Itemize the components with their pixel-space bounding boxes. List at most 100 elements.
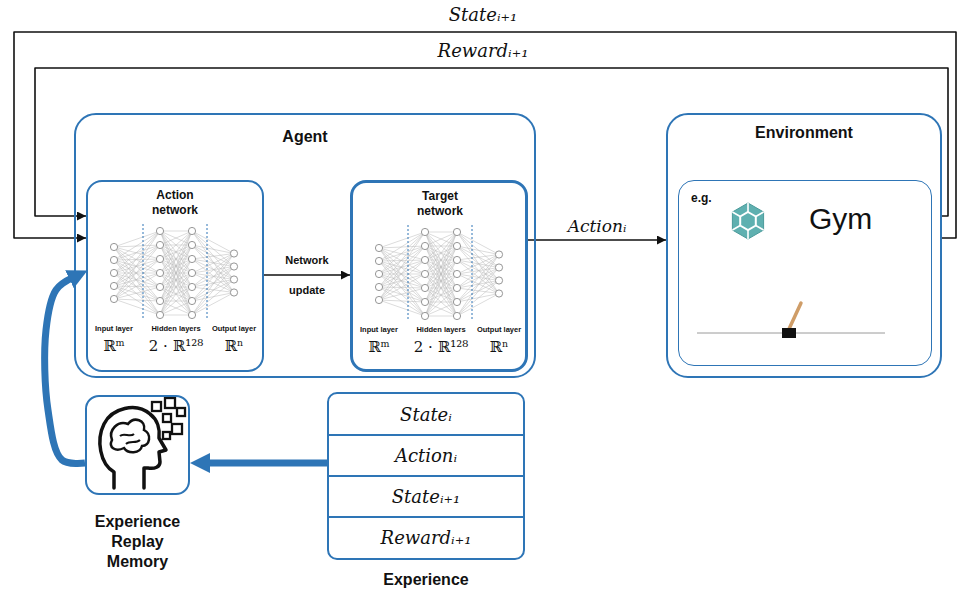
net-neuron <box>453 284 460 291</box>
net-link <box>160 231 192 301</box>
brain-head-icon <box>100 398 185 488</box>
net-link <box>457 232 499 268</box>
net-neuron <box>495 251 502 258</box>
net-link <box>114 260 160 301</box>
net-link <box>192 267 234 316</box>
net-neuron <box>375 283 382 290</box>
net-link <box>425 260 457 316</box>
net-link <box>425 260 457 316</box>
net-neuron <box>495 290 502 297</box>
net-link <box>114 231 160 286</box>
net-link <box>160 245 192 315</box>
net-neuron <box>453 256 460 263</box>
net-link <box>457 281 499 289</box>
net-link <box>192 245 234 293</box>
neural-net <box>375 225 502 321</box>
net-link <box>379 300 425 316</box>
layer-separator <box>472 225 473 321</box>
memory-box: Experience Replay Memory <box>85 395 190 495</box>
edge-label: Actionᵢ <box>565 216 630 237</box>
net-link <box>192 231 234 280</box>
edge-label: Rewardᵢ₊₁ <box>435 39 532 62</box>
net-link <box>192 231 234 293</box>
net-neuron <box>421 312 428 319</box>
memory-square <box>163 414 171 422</box>
net-link <box>425 232 457 302</box>
logo-spokes <box>732 203 763 239</box>
edge-label: Network update <box>272 245 342 305</box>
net-neuron <box>156 297 163 304</box>
gym-logo <box>732 203 763 239</box>
net-link <box>379 248 425 302</box>
net-neuron <box>156 311 163 318</box>
net-link <box>114 231 160 273</box>
box-caption: Experience <box>327 570 525 590</box>
net-link <box>114 286 160 315</box>
table-cell: Rewardᵢ₊₁ <box>329 517 523 558</box>
net-link <box>457 260 499 281</box>
net-link <box>379 274 425 300</box>
memory-square <box>163 432 170 439</box>
net-link <box>457 255 499 303</box>
agent-box: AgentAction networkInput layerHidden lay… <box>74 113 536 378</box>
net-neuron <box>421 284 428 291</box>
net-link <box>192 259 234 293</box>
net-link <box>114 299 160 315</box>
net-link <box>192 280 234 288</box>
net-link <box>160 301 192 315</box>
net-link <box>160 231 192 273</box>
layer-name: Hidden layers <box>411 325 471 334</box>
net-neuron <box>188 227 195 234</box>
net-link <box>192 254 234 288</box>
pole <box>789 303 801 329</box>
flow-arrow <box>45 277 85 463</box>
experience-table: StateᵢActionᵢStateᵢ₊₁Rewardᵢ₊₁Experience <box>327 392 525 560</box>
net-link <box>114 259 160 299</box>
brain-folds <box>120 434 140 444</box>
net-link <box>160 315 192 316</box>
net-link <box>379 246 425 300</box>
net-link <box>457 281 499 317</box>
net-link <box>192 287 234 293</box>
row-divider <box>329 516 523 518</box>
net-link <box>114 231 160 299</box>
net-link <box>425 246 457 316</box>
net-link <box>457 255 499 317</box>
net-link <box>425 232 457 274</box>
net-neuron <box>453 242 460 249</box>
net-link <box>160 231 192 301</box>
logo-hexagon <box>732 203 763 239</box>
environment-box: Environment e.g.Gym <box>666 113 942 378</box>
net-link <box>379 232 425 300</box>
net-link <box>425 274 457 316</box>
net-link <box>379 248 425 316</box>
net-link <box>192 293 234 316</box>
head-outline <box>100 408 166 488</box>
box-heading: Environment <box>668 123 940 143</box>
net-link <box>160 259 192 315</box>
memory-square <box>177 408 185 416</box>
net-link <box>425 232 457 233</box>
net-link <box>425 246 457 316</box>
net-link <box>160 287 192 315</box>
table-cell: Stateᵢ <box>329 394 523 435</box>
net-link <box>160 231 192 259</box>
net-link <box>425 288 457 316</box>
net-link <box>114 247 160 315</box>
layer-dimension: ℝⁿ <box>473 338 525 357</box>
net-link <box>192 280 234 316</box>
net-neuron <box>421 228 428 235</box>
net-link <box>457 246 499 281</box>
net-link <box>114 286 160 301</box>
net-link <box>457 255 499 289</box>
box-heading: Agent <box>255 127 355 147</box>
gym-box: e.g.Gym <box>678 180 932 366</box>
net-link <box>114 273 160 301</box>
net-link <box>379 287 425 316</box>
layer-dimension: ℝⁿ <box>208 337 260 356</box>
net-link <box>114 299 160 301</box>
net-link <box>160 231 192 287</box>
net-link <box>425 274 457 316</box>
net-link <box>425 316 457 317</box>
net-link <box>425 232 457 316</box>
